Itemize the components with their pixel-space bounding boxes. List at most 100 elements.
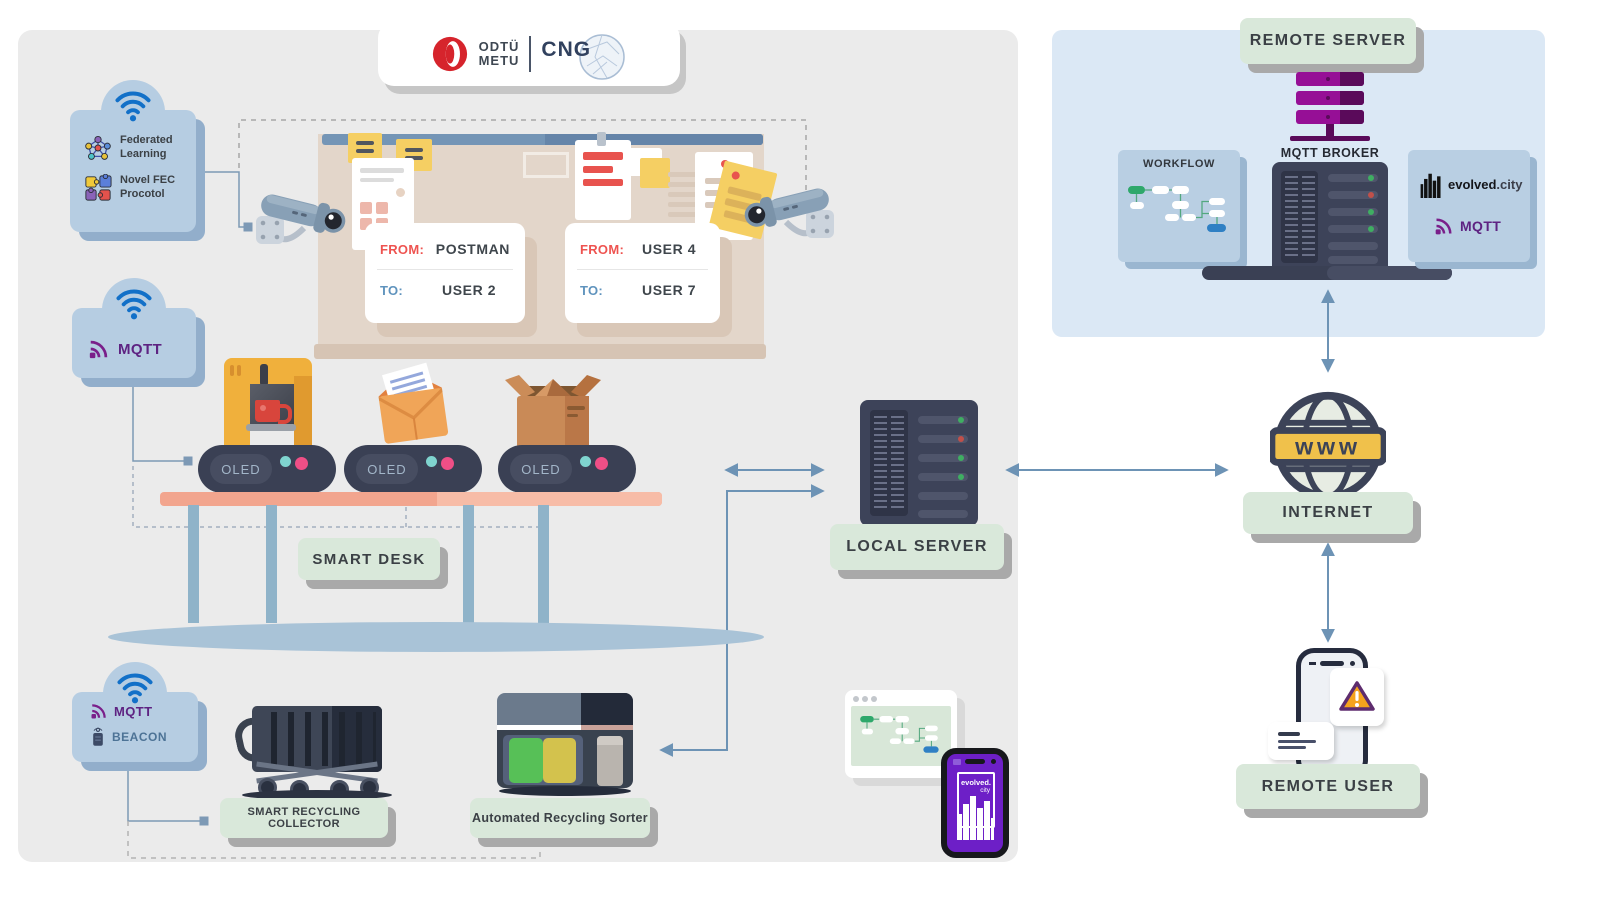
window-dot xyxy=(853,696,859,702)
beacon-icon xyxy=(93,727,103,746)
lined-paper xyxy=(668,170,716,232)
evolved-city-card: evolved.city MQTT xyxy=(1408,150,1530,262)
wifi-icon xyxy=(115,91,151,122)
from-row: FROM: POSTMAN xyxy=(365,231,525,267)
mqtt-item: MQTT xyxy=(90,702,198,720)
bin-green xyxy=(509,738,543,783)
evolved-label: evolved xyxy=(1448,177,1497,192)
mqtt-label: MQTT xyxy=(1460,218,1502,234)
oled-device-1: OLED xyxy=(198,445,336,493)
security-camera-right-icon xyxy=(744,188,834,238)
phone-app-subtitle: city xyxy=(980,787,990,794)
led-red xyxy=(958,436,964,442)
phone-city-skyline-icon xyxy=(957,796,994,840)
federated-learning-item: Federated Learning xyxy=(84,134,196,162)
to-label: TO: xyxy=(380,282,404,298)
remote-user-label: REMOTE USER xyxy=(1236,764,1420,809)
wifi-icon xyxy=(116,289,152,320)
puzzle-icon xyxy=(85,174,112,201)
logo-divider xyxy=(529,36,532,72)
status-dot-teal xyxy=(426,456,437,467)
recycling-sorter xyxy=(497,693,633,797)
to-row: TO: USER 2 xyxy=(365,272,525,308)
smart-desk-label: SMART DESK xyxy=(298,538,440,580)
oled-device-2: OLED xyxy=(344,445,482,493)
to-value: USER 7 xyxy=(642,282,697,298)
from-label: FROM: xyxy=(580,241,625,257)
package-box xyxy=(505,375,601,448)
divider xyxy=(377,269,513,270)
mqtt-broker-icon xyxy=(1290,72,1370,146)
desk-leg xyxy=(538,505,549,623)
internet-globe-icon: www xyxy=(1270,391,1386,501)
local-server-tower xyxy=(860,400,978,526)
from-value: POSTMAN xyxy=(435,241,510,257)
to-label: TO: xyxy=(580,282,604,298)
oled-screen: OLED xyxy=(510,454,572,484)
warning-badge xyxy=(1330,668,1384,726)
window-dot xyxy=(862,696,868,702)
evolved-mqtt-row: MQTT xyxy=(1434,216,1530,236)
sorter-label: Automated Recycling Sorter xyxy=(470,798,650,838)
board-rail xyxy=(322,134,763,145)
sticky-note xyxy=(640,158,670,188)
federated-card: Federated Learning Novel FEC Procotol xyxy=(70,80,196,232)
to-value: USER 2 xyxy=(442,282,497,298)
metu-line2: METU xyxy=(478,53,520,68)
workflow-diagram xyxy=(860,716,939,753)
novel-fec-item: Novel FEC Procotol xyxy=(84,174,196,202)
federated-learning-icon xyxy=(85,135,111,160)
wifi-bump xyxy=(103,662,167,726)
desk-surface-light xyxy=(437,492,662,506)
status-dot-pink xyxy=(295,457,308,470)
led-green xyxy=(1368,226,1374,232)
red-list-paper xyxy=(575,132,631,220)
metu-line1: ODTÜ xyxy=(478,38,520,54)
www-banner xyxy=(1270,427,1386,466)
delivery-card-2: FROM: USER 4 TO: USER 7 xyxy=(565,223,720,323)
led-green xyxy=(1368,175,1374,181)
divider xyxy=(577,269,708,270)
phone-app-title: evolved. xyxy=(960,778,991,787)
security-camera-left-icon xyxy=(256,194,346,244)
led-green xyxy=(958,474,964,480)
federated-learning-label: Federated Learning xyxy=(120,134,173,160)
led-green xyxy=(958,417,964,423)
status-dot-pink xyxy=(441,457,454,470)
mqtt-label: MQTT xyxy=(118,340,163,358)
workflow-diagram xyxy=(1128,186,1226,232)
oled-screen: OLED xyxy=(356,454,418,484)
wifi-icon xyxy=(117,673,153,704)
mqtt-icon xyxy=(89,340,108,359)
mqtt-label: MQTT xyxy=(114,703,153,719)
from-label: FROM: xyxy=(380,241,425,257)
envelope xyxy=(378,362,449,444)
mqtt-broker-label: MQTT BROKER xyxy=(1280,146,1380,160)
desk-mqtt-card: MQTT xyxy=(72,278,196,378)
bin-yellow xyxy=(543,738,576,783)
logo-card: ODTÜ METU CNG xyxy=(378,22,680,86)
mqtt-icon xyxy=(91,704,106,719)
mqtt-icon xyxy=(1435,218,1452,235)
evolved-city-row: evolved.city xyxy=(1420,172,1530,198)
oled-device-3: OLED xyxy=(498,445,636,493)
collector-label: SMART RECYCLING COLLECTOR xyxy=(220,798,388,838)
collector-shadow xyxy=(242,790,392,800)
status-dot-pink xyxy=(595,457,608,470)
from-row: FROM: USER 4 xyxy=(565,231,720,267)
desk-leg xyxy=(463,505,474,623)
workflow-title: WORKFLOW xyxy=(1142,158,1215,170)
bin-gray xyxy=(597,736,623,786)
internet-label: INTERNET xyxy=(1243,492,1413,534)
remote-server-label: REMOTE SERVER xyxy=(1240,18,1416,64)
notification-card xyxy=(1268,722,1334,760)
metu-logo-icon xyxy=(432,36,467,72)
from-value: USER 4 xyxy=(642,241,697,257)
server-base xyxy=(1202,266,1452,280)
board-ledge xyxy=(314,344,766,359)
local-server-label: LOCAL SERVER xyxy=(830,524,1004,570)
delivery-card-1: FROM: POSTMAN TO: USER 2 xyxy=(365,223,525,323)
to-row: TO: USER 7 xyxy=(565,272,720,308)
workflow-card: WORKFLOW xyxy=(1118,150,1240,262)
